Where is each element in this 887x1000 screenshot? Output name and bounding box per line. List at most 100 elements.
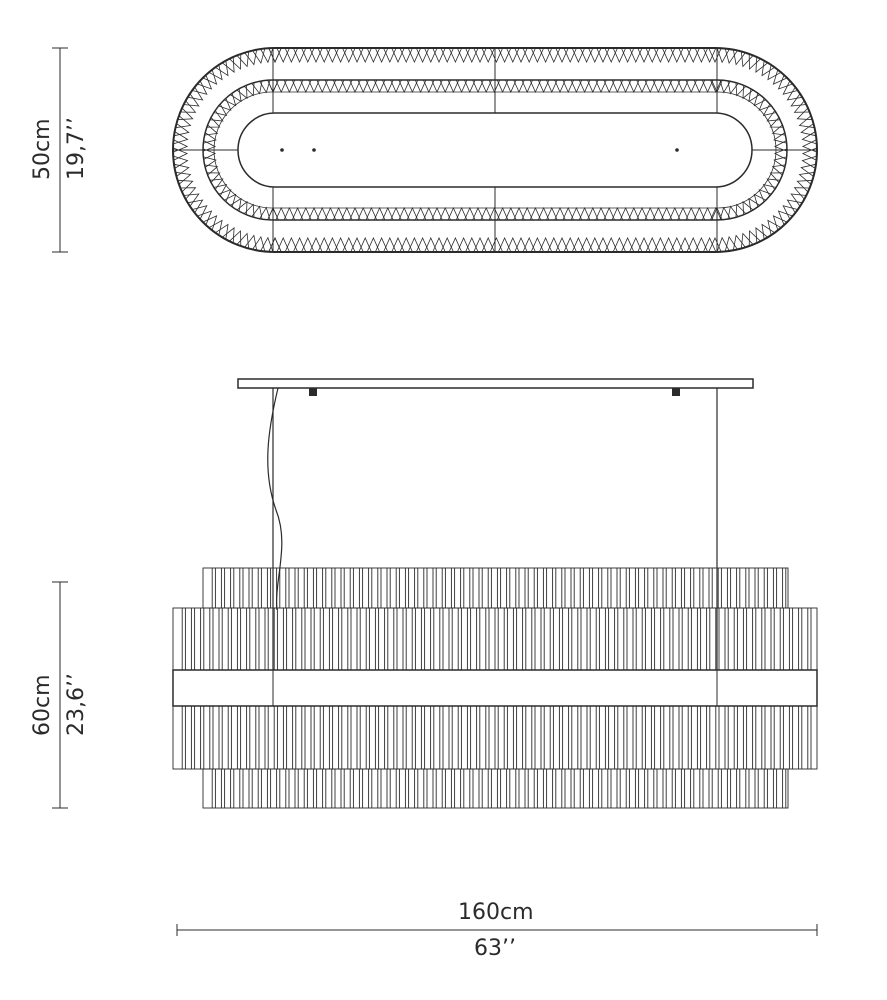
crystal-tick [259, 206, 271, 221]
crystal-tick [236, 84, 248, 100]
crystal-tick [579, 47, 594, 63]
crystal-tick [554, 207, 566, 221]
crystal-tick [708, 237, 722, 253]
crystal-tick [603, 79, 615, 93]
crystal-tick [244, 234, 258, 251]
crystal-tick [628, 207, 640, 221]
crystal-tick [686, 47, 700, 63]
crystal-tick [236, 232, 250, 249]
crystal-tick [325, 47, 340, 63]
crystal-tick [661, 47, 676, 63]
crystal-tick [472, 207, 484, 221]
crystal-tick [481, 237, 495, 253]
crystal-tick [777, 210, 794, 226]
crystal-tick [332, 207, 345, 221]
crystal-tick [732, 234, 746, 251]
crystal-tick [719, 79, 731, 94]
crystal-tick [221, 56, 235, 73]
crystal-tick [702, 47, 717, 63]
crystal-tick [497, 47, 512, 63]
crystal-tick [796, 107, 813, 121]
crystal-tick [214, 223, 229, 240]
crystal-tick [748, 197, 761, 212]
crystal-tick [398, 207, 410, 221]
crystal-tick [204, 124, 219, 136]
crystal-tick [555, 47, 569, 63]
side-height-metric-label: 60cm [30, 674, 55, 736]
crystal-tick [406, 207, 419, 221]
crystal-tick [374, 237, 389, 253]
crystal-tick [769, 117, 784, 128]
crystal-tick [350, 47, 364, 63]
crystal-tick [753, 92, 767, 107]
crystal-tick [202, 148, 217, 160]
crystal-tick [202, 69, 218, 85]
crystal-tick [611, 207, 624, 221]
crystal-tick [636, 207, 648, 221]
crystal-tick [284, 47, 299, 63]
crystal-tick [740, 232, 754, 249]
crystal-tick [251, 205, 263, 220]
crystal-tick [801, 139, 818, 153]
crystal-tick [595, 207, 607, 221]
crystal-tick [612, 237, 627, 253]
crystal-tick [620, 237, 635, 253]
crystal-tick [612, 47, 627, 63]
crystal-tick [447, 207, 460, 221]
top-depth-imperial-label: 19,7’’ [64, 117, 89, 180]
crystal-tick [694, 47, 709, 63]
crystal-tick [554, 79, 566, 93]
crystal-tick [595, 79, 607, 93]
crystal-tick [465, 47, 479, 63]
crystal-tick [748, 53, 762, 70]
top-view-mount-dot [675, 148, 679, 152]
crystal-tick [221, 227, 235, 244]
crystal-tick [742, 200, 754, 216]
crystal-tick [693, 79, 706, 93]
crystal-tick [708, 47, 722, 63]
crystal-tick [571, 237, 586, 253]
crystal-tick [357, 207, 369, 221]
crystal-tick [652, 79, 665, 93]
crystal-tick [529, 79, 542, 93]
crystal-tick [284, 237, 299, 253]
crystal-tick [448, 237, 463, 253]
crystal-tick [350, 237, 364, 253]
crystal-tier-lower [172, 705, 818, 770]
crystal-tick [177, 179, 194, 193]
width-metric-label: 160cm [458, 900, 534, 925]
crystal-tick [530, 237, 545, 253]
crystal-tick [710, 207, 722, 221]
crystal-tick [710, 79, 722, 93]
crystal-tick [758, 97, 772, 111]
crystal-tick [587, 79, 599, 93]
crystal-tick [473, 237, 487, 253]
crystal-tick [455, 79, 468, 93]
crystal-tick [777, 74, 794, 90]
crystal-tick [619, 207, 632, 221]
crystal-tick [283, 207, 296, 221]
crystal-tick [670, 237, 684, 253]
crystal-tick [653, 47, 668, 63]
crystal-tick [317, 47, 331, 63]
crystal-tick [208, 219, 223, 236]
crystal-tick [742, 84, 754, 100]
crystal-tick [505, 207, 517, 221]
crystal-tick [701, 207, 714, 221]
crystal-tick [229, 197, 242, 212]
crystal-tick [439, 207, 451, 221]
crystal-tick [316, 79, 328, 93]
crystal-tick [521, 207, 533, 221]
crystal-tick [291, 79, 304, 93]
crystal-tick [439, 79, 451, 93]
crystal-tick [206, 117, 221, 128]
crystal-tick [611, 79, 624, 93]
crystal-tick [800, 163, 817, 177]
crystal-tick [191, 205, 208, 220]
crystal-tick [260, 47, 274, 64]
crystal-tick [694, 237, 709, 253]
crystal-tick [801, 155, 818, 169]
crystal-tick [317, 237, 331, 253]
crystal-tick [349, 79, 361, 93]
crystal-tick [292, 47, 307, 63]
